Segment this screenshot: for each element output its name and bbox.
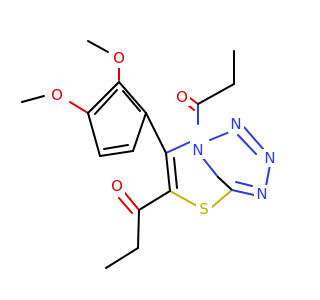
atom-label-o3: O — [176, 88, 188, 106]
atom-n2: N — [262, 149, 278, 167]
bond-c6-n5 — [165, 141, 191, 154]
bond-ar1 — [118, 81, 147, 114]
atom-label-n1: N — [256, 185, 267, 203]
bond-c8a-c4a — [217, 176, 233, 191]
atom-label-s: S — [199, 200, 209, 218]
bond-ar3-inner — [103, 144, 129, 150]
atom-o3: O — [174, 88, 190, 106]
bond-aryl-c6 — [145, 112, 167, 154]
atom-n5: N — [190, 141, 206, 159]
atom-label-n2: N — [264, 149, 275, 167]
molecule-structure: O O O O N N N N — [21, 40, 278, 269]
atom-n1: N — [254, 185, 270, 203]
bond-ar3 — [99, 150, 134, 157]
bond-n1-c8a — [231, 189, 255, 196]
atom-o2: O — [49, 86, 65, 105]
atom-n4: N — [228, 115, 244, 133]
atom-label-o4: O — [111, 177, 123, 195]
bond-c7-s — [169, 190, 198, 207]
bond-ar5-inner — [94, 89, 118, 115]
bond-c6-c7-double — [173, 157, 178, 189]
bond-ar4 — [87, 112, 101, 157]
bond-ar5 — [87, 81, 120, 114]
bond-c3-n2-double — [237, 134, 257, 155]
atom-o1: O — [111, 49, 127, 68]
bond-c-o4-double — [118, 197, 133, 214]
bond-c-o4 — [124, 192, 140, 211]
bond-o2-ring — [69, 101, 89, 114]
bond-ar1-inner — [122, 90, 141, 112]
atom-labels: O O O O N N N N — [49, 49, 278, 218]
atom-s: S — [196, 200, 212, 218]
atom-label-n4: N — [230, 115, 241, 133]
bond-carbonyl-ch2 — [197, 83, 235, 105]
bond-carbonyl-ch2-b — [137, 209, 140, 249]
bond-c-o3 — [189, 97, 199, 105]
bond-n2-n1 — [265, 164, 271, 187]
bond-ar2 — [132, 112, 147, 152]
bond-methyl-o2 — [21, 95, 45, 103]
bond-s-c8a — [211, 189, 233, 208]
bond-methyl-o1 — [87, 40, 109, 53]
atom-label-n5: N — [192, 141, 203, 159]
atom-label-o2: O — [51, 86, 63, 104]
bond-c6-c7 — [165, 152, 171, 192]
bond-ch2-ch3-b — [105, 247, 139, 269]
atom-label-o1: O — [113, 49, 125, 67]
bond-n1-c8a-double — [235, 181, 253, 187]
bonds — [21, 40, 271, 269]
bond-n5-c4a — [201, 156, 219, 178]
bond-c7-carbonyl — [138, 190, 171, 211]
atom-o4: O — [109, 177, 125, 196]
bond-c3-n2 — [243, 126, 265, 151]
